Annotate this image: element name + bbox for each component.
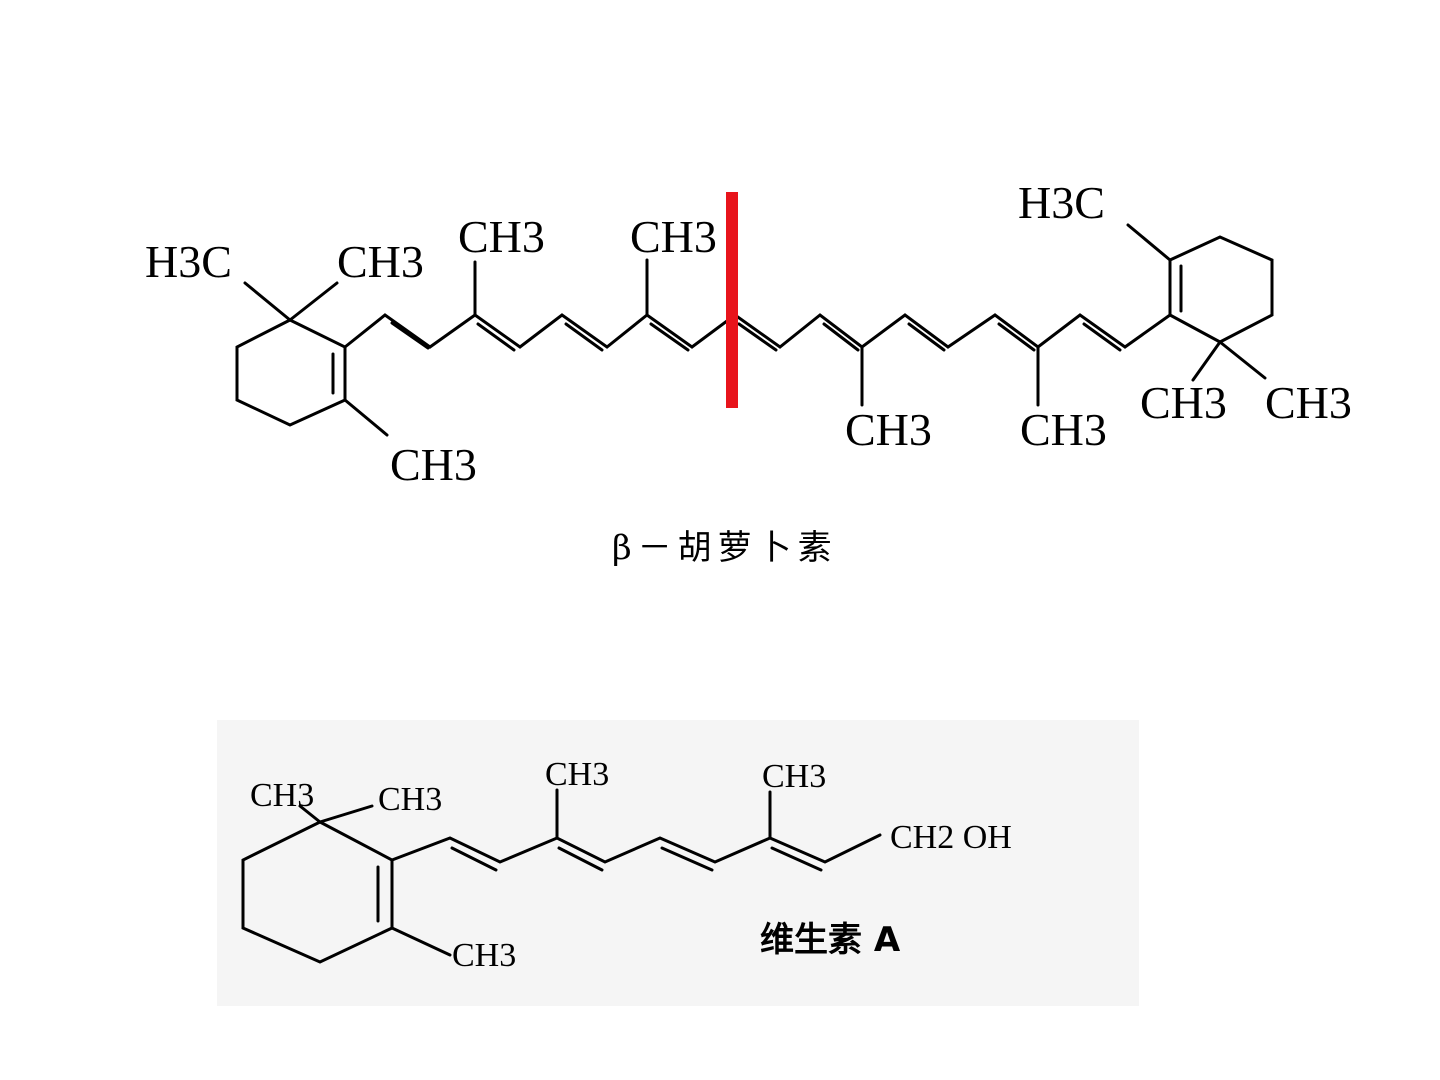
- label-chain-ch3-1: CH3: [458, 211, 545, 262]
- va-label-ch3-m1: CH3: [545, 756, 609, 793]
- label-right-ch3-a: CH3: [1140, 377, 1227, 428]
- beta-carotene-caption: β－胡萝卜素: [612, 528, 838, 568]
- vitamin-a-chain: [390, 833, 882, 864]
- vitamin-a-ring: [241, 820, 394, 964]
- label-chain-ch3-2: CH3: [630, 211, 717, 262]
- label-left-ch3-gem: CH3: [337, 236, 424, 287]
- va-label-ch3-m2: CH3: [762, 758, 826, 795]
- label-left-h3c: H3C: [145, 236, 232, 287]
- label-left-ch3-ring: CH3: [390, 439, 477, 490]
- label-chain-ch3-3: CH3: [845, 404, 932, 455]
- va-label-ch3-gem2: CH3: [378, 781, 442, 818]
- vitamin-a-panel: [217, 720, 1139, 1006]
- vitamin-a-caption: 维生素 A: [760, 920, 901, 960]
- label-chain-ch3-4: CH3: [1020, 404, 1107, 455]
- beta-carotene-structure: H3C CH3 CH3 CH3 CH3 CH3 CH3 H3C CH3 CH3: [145, 177, 1352, 490]
- cleavage-marker: [726, 192, 738, 408]
- label-right-h3c: H3C: [1018, 177, 1105, 228]
- label-right-ch3-b: CH3: [1265, 377, 1352, 428]
- polyene-chain: [343, 313, 1172, 349]
- va-label-ch3-gem1: CH3: [250, 777, 314, 814]
- va-label-ch2oh: CH2 OH: [890, 819, 1012, 856]
- va-label-ch3-ring: CH3: [452, 937, 516, 974]
